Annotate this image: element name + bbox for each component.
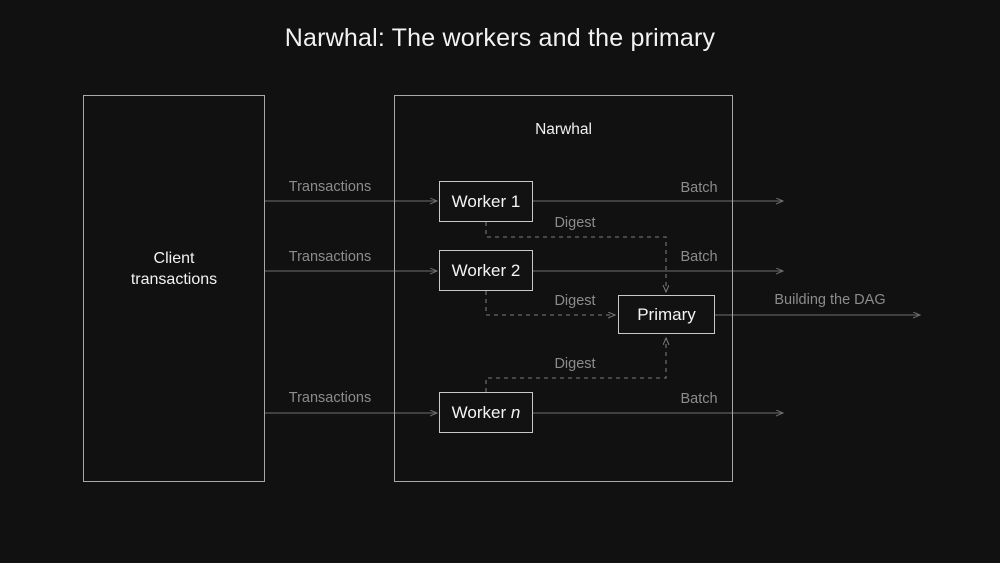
worker-n-label-index: n [510,402,521,422]
worker-1-label: Worker 1 [451,191,521,211]
worker-n-label: Worker n [452,402,521,423]
edge-label-transactions-1: Transactions [288,179,372,195]
edge-label-batch-3: Batch [680,391,718,407]
client-transactions-container [83,95,265,482]
edge-label-batch-1: Batch [680,180,718,196]
primary-label: Primary [637,304,696,324]
edge-workern-digest [485,338,666,392]
worker-n-node[interactable]: Worker n [439,392,533,433]
edge-label-building-the-dag: Building the DAG [774,292,886,308]
edge-worker2-digest [485,291,615,315]
worker-2-label: Worker 2 [451,260,521,280]
worker-2-node[interactable]: Worker 2 [439,250,533,291]
client-transactions-label: Client transactions [83,249,265,291]
narwhal-container [394,95,733,482]
edge-label-digest-2: Digest [554,293,596,309]
client-label-line1: Client [153,250,195,267]
edge-label-transactions-3: Transactions [288,390,372,406]
edge-label-digest-1: Digest [554,215,596,231]
worker-1-node[interactable]: Worker 1 [439,181,533,222]
client-label-line2: transactions [130,270,218,288]
edge-label-transactions-2: Transactions [288,249,372,265]
edge-worker1-digest [485,222,666,292]
worker-n-label-prefix: Worker [451,402,511,422]
edge-label-batch-2: Batch [680,249,718,265]
narwhal-group-title: Narwhal [535,121,592,138]
primary-node[interactable]: Primary [618,295,715,334]
page-title: Narwhal: The workers and the primary [284,24,716,52]
edge-label-digest-3: Digest [554,356,596,372]
